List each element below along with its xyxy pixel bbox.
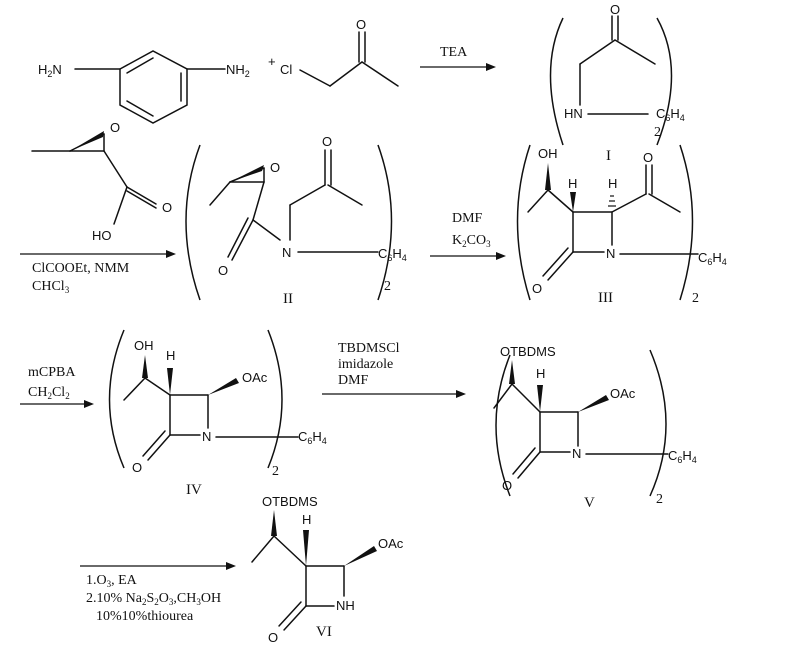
hydrogen-atom: H: [568, 176, 577, 191]
right-parenthesis: [649, 349, 667, 497]
compound-label-i: I: [606, 148, 611, 164]
condition-thiourea: 10%10%thiourea: [96, 609, 194, 624]
condition-ch2cl2: CH2Cl2: [28, 385, 70, 401]
acetoxy-group: OAc: [610, 386, 636, 401]
ketone-oxygen: O: [356, 17, 366, 32]
reaction-arrow-3: DMF K2CO3: [430, 211, 506, 260]
silyl-ether-group: OTBDMS: [500, 344, 556, 359]
condition-imidazole: imidazole: [338, 357, 393, 372]
compound-v: OTBDMS H OAc N O C6H4 2 V: [493, 344, 697, 511]
epoxybutyric-acid: O O HO: [31, 120, 172, 243]
lactam-nitrogen: N: [606, 246, 615, 261]
lactam-oxygen: O: [268, 630, 278, 645]
right-parenthesis: [656, 17, 673, 146]
condition-dmf: DMF: [338, 373, 369, 388]
condition-chcl3: CHCl3: [32, 279, 70, 295]
left-parenthesis: [108, 329, 125, 469]
compound-label-iii: III: [598, 290, 613, 306]
reaction-arrow-4: mCPBA CH2Cl2: [20, 365, 94, 408]
condition-ozone: 1.O3, EA: [86, 573, 138, 589]
condition-k2co3: K2CO3: [452, 233, 491, 249]
compound-ii: O O N O C6H4 2 II: [185, 134, 407, 307]
condition-tea: TEA: [440, 45, 468, 60]
compound-iv: OH H OAc N O C6H4 2 IV: [108, 329, 327, 498]
amine-group: HN: [564, 106, 583, 121]
ketone-oxygen: O: [322, 134, 332, 149]
chlorine-atom: Cl: [280, 62, 292, 77]
right-parenthesis: [679, 144, 694, 301]
carbonyl-oxygen: O: [162, 200, 172, 215]
lactam-oxygen: O: [532, 281, 542, 296]
lactam-nitrogen: N: [572, 446, 581, 461]
left-parenthesis: [516, 144, 531, 301]
multiplier-2: 2: [384, 279, 391, 294]
phenylene-group: C6H4: [698, 250, 727, 267]
compound-label-v: V: [584, 495, 595, 511]
lactam-oxygen: O: [132, 460, 142, 475]
acetoxy-group: OAc: [378, 536, 404, 551]
left-parenthesis: [495, 354, 511, 497]
right-parenthesis: [377, 144, 393, 301]
phenylene-group: C6H4: [298, 429, 327, 446]
left-parenthesis: [185, 144, 201, 301]
lactam-nh: NH: [336, 598, 355, 613]
phenylene-group: C6H4: [378, 246, 407, 263]
multiplier-2: 2: [656, 492, 663, 507]
reaction-arrow-5: TBDMSCl imidazole DMF: [322, 341, 466, 398]
condition-mcpba: mCPBA: [28, 365, 76, 380]
compound-vi: OTBDMS H OAc NH O VI: [251, 494, 404, 645]
right-parenthesis: [267, 329, 283, 469]
plus-sign: +: [268, 54, 276, 69]
amide-oxygen: O: [218, 263, 228, 278]
compound-label-vi: VI: [316, 624, 332, 640]
reaction-arrow-1: TEA: [420, 45, 496, 71]
compound-iii: OH H N O H O C6H4 2 III: [516, 144, 727, 306]
lactam-oxygen: O: [502, 478, 512, 493]
lactam-nitrogen: N: [202, 429, 211, 444]
condition-thiosulfate: 2.10% Na2S2O3,CH3OH: [86, 591, 221, 607]
reaction-arrow-2: ClCOOEt, NMM CHCl3: [20, 250, 176, 295]
compound-label-ii: II: [283, 291, 293, 307]
amine-group-right: NH2: [226, 62, 250, 79]
silyl-ether-group: OTBDMS: [262, 494, 318, 509]
hydroxyl-group: HO: [92, 228, 112, 243]
multiplier-2: 2: [692, 291, 699, 306]
multiplier-2: 2: [654, 125, 661, 140]
p-phenylenediamine: H2N NH2: [38, 50, 250, 124]
condition-dmf: DMF: [452, 211, 483, 226]
phenylene-group: C6H4: [656, 106, 685, 123]
compound-i: O HN C6H4 2 I: [549, 2, 685, 164]
acetoxy-group: OAc: [242, 370, 268, 385]
amide-nitrogen: N: [282, 245, 291, 260]
hydrogen-atom: H: [302, 512, 311, 527]
hydrogen-atom: H: [166, 348, 175, 363]
chloroacetone: Cl O: [280, 17, 399, 87]
hydrogen-atom: H: [536, 366, 545, 381]
amine-group-left: H2N: [38, 62, 62, 79]
epoxide-oxygen: O: [110, 120, 120, 135]
condition-tbdmscl: TBDMSCl: [338, 341, 400, 356]
multiplier-2: 2: [272, 464, 279, 479]
condition-clcooet-nmm: ClCOOEt, NMM: [32, 261, 130, 276]
hydrogen-atom: H: [608, 176, 617, 191]
hydroxyl-group: OH: [134, 338, 154, 353]
hydroxyl-group: OH: [538, 146, 558, 161]
epoxide-oxygen: O: [270, 160, 280, 175]
phenylene-group: C6H4: [668, 448, 697, 465]
ketone-oxygen: O: [610, 2, 620, 17]
compound-label-iv: IV: [186, 482, 202, 498]
ketone-oxygen: O: [643, 150, 653, 165]
left-parenthesis: [549, 17, 564, 146]
reaction-arrow-6: 1.O3, EA 2.10% Na2S2O3,CH3OH 10%10%thiou…: [80, 562, 236, 624]
